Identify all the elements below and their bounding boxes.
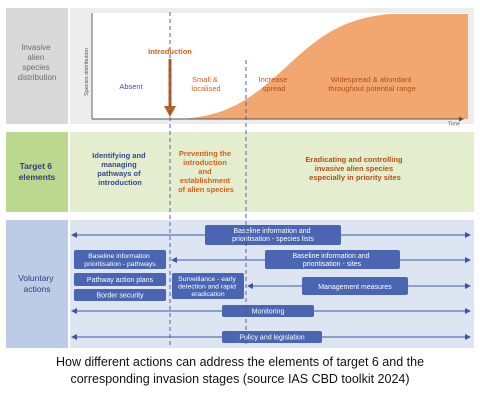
caption-line-1: How different actions can address the el… (55, 355, 425, 369)
pathway-plans-bar (74, 273, 166, 286)
x-axis-label: Time (448, 122, 460, 128)
x-axis-arrow-icon (459, 116, 464, 122)
target6-side-box (6, 132, 68, 212)
distribution-side-label: Invasive alien species distribution (18, 43, 57, 82)
policy-bar (222, 331, 322, 343)
distribution-side-box (6, 8, 68, 124)
stage-absent: Absent (119, 82, 143, 91)
border-security-label: Border security (96, 293, 144, 300)
actions-side-box (6, 220, 68, 348)
element-prevention: Preventing the introduction and establis… (178, 149, 234, 194)
target6-panel: Target 6 elements Identifying and managi… (6, 132, 474, 212)
element-pathways: Identifying and managing pathways of int… (92, 151, 147, 187)
caption-line-2: corresponding invasion stages (source IA… (70, 372, 410, 386)
management-label: Management measures (318, 284, 392, 291)
pathway-plans-label: Pathway action plans (87, 277, 154, 284)
baseline-pathways-label: Baseline information prioritisation - pa… (84, 253, 156, 268)
policy-label: Policy and legislation (239, 335, 304, 342)
border-security-bar (74, 289, 166, 301)
baseline-sites-bar (265, 250, 400, 269)
distribution-panel: Invasive alien species distribution Spec… (6, 8, 474, 128)
element-eradication: Eradicating and controlling invasive ali… (305, 155, 404, 182)
target6-band (70, 132, 474, 212)
y-axis-label: Species distribution (84, 48, 90, 96)
management-bar (302, 277, 408, 295)
monitoring-bar (222, 305, 314, 317)
target6-side-label: Target 6 elements (19, 161, 56, 182)
stage-increase-spread: Increase spread (259, 75, 290, 93)
baseline-species-label: Baseline information and prioritisation … (232, 228, 314, 243)
surveillance-bar (172, 273, 244, 299)
surveillance-label: Surveillance - early detection and rapid… (178, 276, 238, 298)
actions-side-label: Voluntary actions (18, 273, 56, 294)
stage-small-localised: Small & localised (191, 75, 220, 93)
introduction-label: Introduction (148, 47, 192, 56)
figure-caption: How different actions can address the el… (0, 354, 480, 388)
invasion-curve (170, 14, 468, 119)
stage-widespread: Widespread & abundant throughout potenti… (328, 75, 416, 93)
baseline-sites-label: Baseline information and prioritisation … (292, 253, 371, 268)
baseline-pathways-bar (74, 250, 166, 269)
actions-panel: Voluntary actions Baseline information a… (6, 220, 474, 348)
baseline-species-bar (205, 225, 341, 245)
monitoring-label: Monitoring (252, 309, 285, 316)
